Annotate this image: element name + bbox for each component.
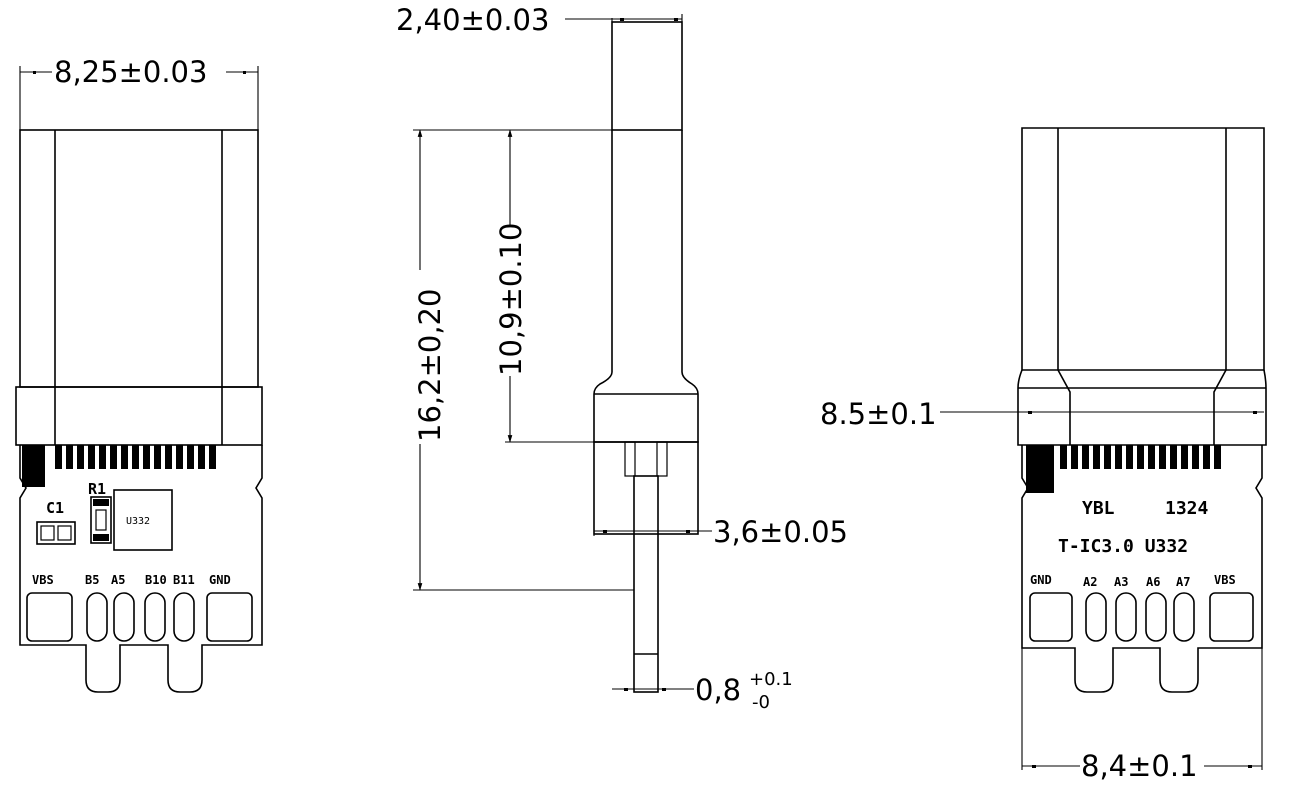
pad-a6: [1145, 592, 1167, 642]
pad-a7: [1173, 592, 1195, 642]
pad-vbs: [26, 592, 73, 642]
left-width-dimension: 8,25±0.03: [54, 55, 207, 89]
thickness-dimension: 2,40±0.03: [396, 3, 549, 37]
pcb-tol-minus: -0: [752, 692, 770, 713]
chip-label: U332: [126, 516, 150, 527]
right-pin-label: VBS: [1214, 573, 1236, 587]
left-pcb-outline: [19, 445, 263, 693]
pad-b11: [173, 592, 195, 642]
code-marking: 1324: [1165, 498, 1209, 519]
left-pin-label: VBS: [32, 573, 54, 587]
right-pin-label: A2: [1083, 575, 1097, 589]
left-collar: [15, 386, 263, 446]
pad-a5: [113, 592, 135, 642]
r1-component: [90, 496, 112, 544]
pad-gnd: [206, 592, 253, 642]
right-pin-label: A6: [1146, 575, 1160, 589]
left-contacts: [22, 445, 216, 487]
pad-gnd-right: [1029, 592, 1073, 642]
right-pin-label: A7: [1176, 575, 1190, 589]
collar-width-dimension: 3,6±0.05: [713, 515, 848, 549]
left-pin-label: GND: [209, 573, 231, 587]
r1-label: R1: [88, 480, 106, 498]
left-pin-label: A5: [111, 573, 125, 587]
pad-vbs-right: [1209, 592, 1254, 642]
right-pin-label: A3: [1114, 575, 1128, 589]
right-back-view: YBL 1324 T-IC3.0 U332 GND A2 A3 A6 A7 VB…: [820, 127, 1267, 783]
right-height-dimension: 8.5±0.1: [820, 397, 937, 431]
left-pin-label: B11: [173, 573, 195, 587]
left-front-view: C1 R1 U332 VBS B5 A5 B10 B11 GND 8,25±0.…: [15, 55, 263, 693]
pad-b10: [144, 592, 166, 642]
right-width-dimension: 8,4±0.1: [1081, 749, 1198, 783]
c1-component: [36, 521, 76, 545]
pad-a3: [1115, 592, 1137, 642]
pad-b5: [86, 592, 108, 642]
right-pcb-outline: [1021, 445, 1263, 693]
u332-chip: [113, 489, 173, 551]
total-length-dimension: 16,2±0,20: [413, 289, 447, 442]
brand-marking: YBL: [1082, 498, 1115, 519]
left-pin-label: B5: [85, 573, 99, 587]
side-view: 2,40±0.03 16,2±0,20 10,9±0.10 3,6±0.05 0…: [396, 3, 848, 713]
pad-a2: [1085, 592, 1107, 642]
right-pin-label: GND: [1030, 573, 1052, 587]
right-contacts: [1026, 445, 1221, 493]
body-length-dimension: 10,9±0.10: [494, 223, 528, 376]
left-pin-label: B10: [145, 573, 167, 587]
pcb-thickness-dimension: 0,8: [695, 673, 741, 707]
pcb-tol-plus: +0.1: [749, 669, 793, 690]
model-marking: T-IC3.0 U332: [1058, 536, 1188, 557]
c1-label: C1: [46, 499, 64, 517]
